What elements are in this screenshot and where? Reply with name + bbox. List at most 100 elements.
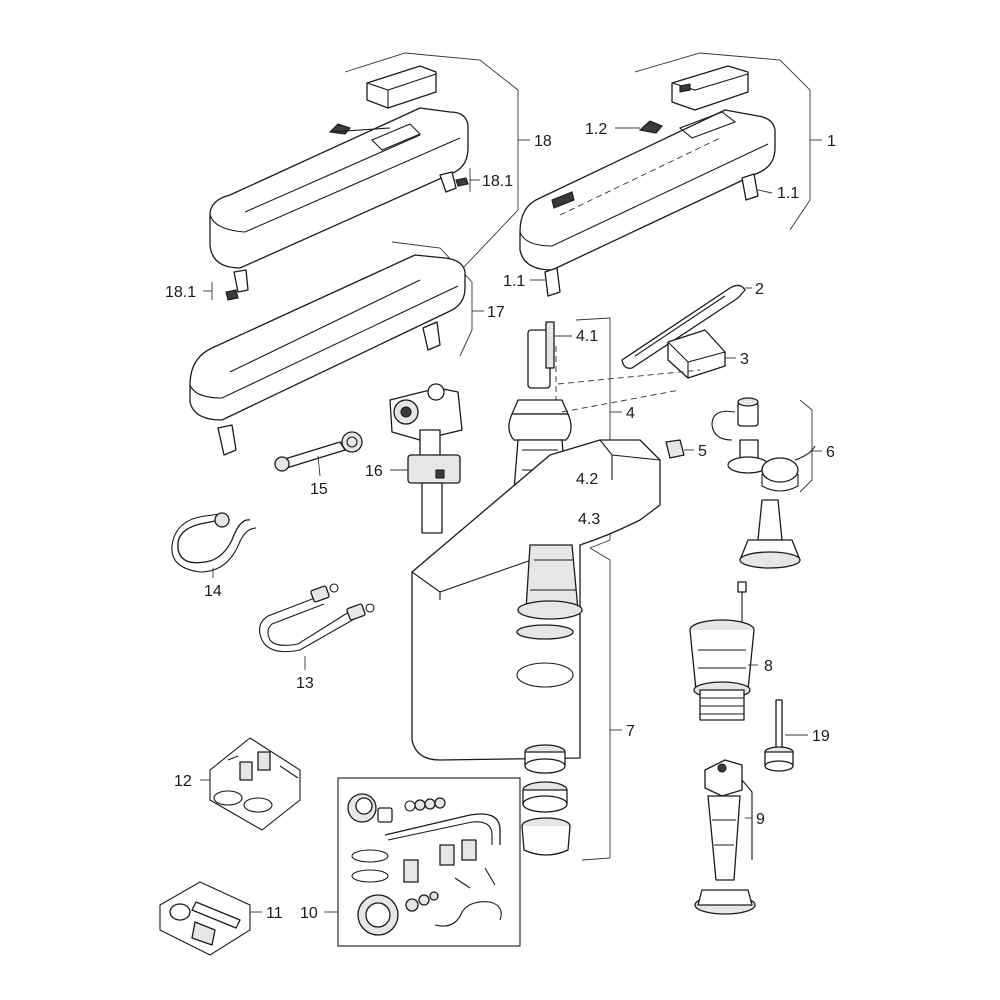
- bracket-17: [391, 241, 473, 357]
- part-10-orings-row: [404, 797, 446, 812]
- part-18-1-screw-right: [455, 177, 469, 187]
- part-1-logo: [551, 191, 575, 209]
- bracket-7: [581, 547, 611, 861]
- part-1-1-clip-right: [741, 173, 759, 201]
- part-17-cover: [189, 241, 484, 456]
- part-11-frame: [159, 881, 251, 956]
- part-12-kit: [200, 737, 301, 831]
- part-18-housing: [209, 107, 469, 269]
- part-15-end: [274, 456, 290, 472]
- part-6-ring: [761, 457, 799, 483]
- part-1-1-clip-left: [544, 267, 561, 297]
- label-4-2: 4.2: [576, 471, 598, 488]
- label-18-1-right: 18.1: [482, 173, 513, 190]
- part-14-bent-pipe: [171, 512, 257, 578]
- part-12-block-b: [257, 751, 271, 771]
- part-6-actuator: [711, 397, 822, 569]
- part-16-tube: [421, 482, 443, 534]
- labels: 18 18.1 18.1 17 1 1.2 1.1 1.1 2 3 4.1 4 …: [165, 121, 836, 922]
- label-1-1-left: 1.1: [503, 273, 525, 290]
- part-3-bracket: [667, 329, 736, 379]
- bracket-4: [575, 317, 611, 549]
- part-19-rod: [764, 699, 808, 772]
- part-12-block-a: [239, 761, 253, 781]
- part-14-tube: [177, 519, 251, 564]
- label-1-1-right: 1.1: [777, 185, 799, 202]
- part-17-clip-right: [422, 321, 441, 351]
- part-6-clip: [711, 410, 736, 441]
- label-4-1: 4.1: [576, 328, 598, 345]
- part-16-top-knob: [427, 383, 445, 401]
- part-1-cap: [671, 65, 749, 111]
- part-10-oring-b: [351, 869, 389, 883]
- label-7: 7: [626, 723, 635, 740]
- part-12-oring-a: [213, 790, 243, 806]
- bracket-6: [799, 399, 813, 493]
- part-18-1-screw-left: [225, 289, 239, 301]
- part-17-clip-left: [217, 424, 237, 456]
- part-2-lever: [621, 284, 752, 369]
- part-8-valve-cage: [689, 581, 758, 721]
- part-8-thread: [699, 689, 745, 721]
- label-10: 10: [300, 905, 318, 922]
- part-7-cage: [525, 544, 579, 611]
- part-18-cap: [366, 65, 437, 109]
- label-5: 5: [698, 443, 707, 460]
- label-18: 18: [534, 133, 552, 150]
- part-11-fitting: [191, 921, 216, 946]
- label-4: 4: [626, 405, 635, 422]
- part-3-body: [667, 329, 726, 379]
- label-15: 15: [310, 481, 328, 498]
- part-13-nut-b: [346, 603, 366, 621]
- part-18-cover-assembly: [203, 52, 530, 301]
- part-1-2-clip: [638, 120, 663, 134]
- part-1-cover-assembly: [519, 52, 822, 297]
- part-16-float: [407, 454, 461, 484]
- part-10-kit: [324, 777, 521, 947]
- part-11-kit: [159, 881, 262, 956]
- part-10-oring-a: [351, 849, 389, 863]
- label-8: 8: [764, 658, 773, 675]
- part-12-frame: [209, 737, 301, 831]
- label-4-3: 4.3: [578, 511, 600, 528]
- bracket-18: [344, 52, 519, 269]
- label-1-2: 1.2: [585, 121, 607, 138]
- part-10-block-b: [439, 844, 455, 866]
- label-13: 13: [296, 675, 314, 692]
- part-10-block-a: [403, 859, 419, 883]
- part-13-hose: [259, 595, 357, 653]
- part-14-nut: [214, 512, 230, 528]
- part-5-plug: [665, 439, 694, 459]
- part-4-collar: [511, 399, 569, 415]
- part-11-cap: [169, 903, 191, 921]
- label-6: 6: [826, 444, 835, 461]
- part-16-fill-valve: [389, 383, 463, 534]
- label-2: 2: [755, 281, 764, 298]
- part-9-head: [704, 759, 743, 797]
- part-18-clip: [328, 123, 351, 135]
- part-4-1-rod-top: [545, 321, 555, 369]
- label-9: 9: [756, 811, 765, 828]
- label-17: 17: [487, 304, 505, 321]
- label-18-1-left: 18.1: [165, 284, 196, 301]
- part-10-frame: [337, 777, 521, 947]
- part-9-frame: [707, 795, 741, 881]
- bracket-1: [634, 52, 811, 231]
- part-9-actuator-rod: [694, 759, 756, 915]
- label-3: 3: [740, 351, 749, 368]
- part-7-cistern: [411, 439, 661, 861]
- part-4-float-top: [508, 413, 572, 441]
- part-5-body: [665, 439, 685, 459]
- part-13-flex-hose: [259, 583, 375, 670]
- part-7-seals: [521, 744, 571, 856]
- part-6-coupler: [739, 439, 759, 459]
- part-18-1-clip-right: [439, 171, 457, 193]
- part-2-arm: [621, 284, 746, 369]
- label-11: 11: [266, 905, 283, 922]
- part-11-rod: [191, 901, 241, 929]
- label-12: 12: [174, 773, 192, 790]
- part-12-oring-b: [243, 797, 273, 813]
- label-1: 1: [827, 133, 836, 150]
- part-15-nut: [341, 431, 363, 453]
